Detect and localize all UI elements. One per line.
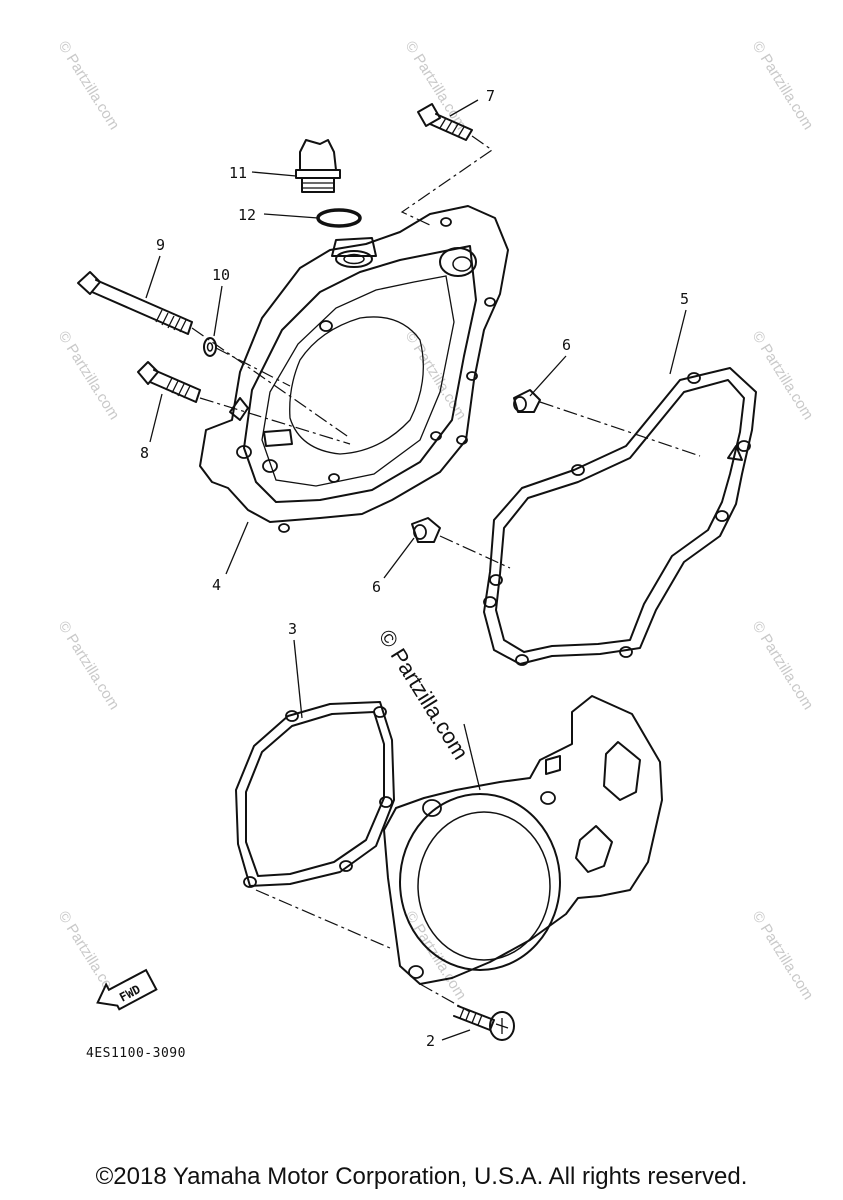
part-10-washer <box>203 337 217 357</box>
part-5-gasket <box>483 367 757 666</box>
watermark-text: © Partzilla.com <box>55 38 123 133</box>
part-12-o-ring <box>316 208 362 228</box>
exploded-parts-diagram: © Partzilla.com © Partzilla.com © Partzi… <box>55 38 817 1050</box>
fwd-arrow-icon: FWD <box>96 968 158 1011</box>
part-3-small-gasket <box>235 701 395 888</box>
callout-6-upper: 6 <box>562 336 571 354</box>
callout-5: 5 <box>680 290 689 308</box>
watermark-text: © Partzilla.com <box>55 618 123 713</box>
callout-11: 11 <box>229 164 247 182</box>
callout-9: 9 <box>156 236 165 254</box>
part-11-filler-plug <box>295 139 341 193</box>
watermark-text: © Partzilla.com <box>749 328 817 423</box>
watermark-text: © Partzilla.com <box>55 328 123 423</box>
watermark-text: © Partzilla.com <box>749 618 817 713</box>
callout-labels: 7 11 12 9 10 8 4 6 6 5 3 2 <box>140 87 689 1050</box>
leader-lines <box>145 99 687 1041</box>
callout-4: 4 <box>212 576 221 594</box>
callout-6-lower: 6 <box>372 578 381 596</box>
part-4-crankcase-cover <box>199 205 509 533</box>
callout-3: 3 <box>288 620 297 638</box>
outer-cover <box>383 695 663 985</box>
background-watermarks: © Partzilla.com © Partzilla.com © Partzi… <box>55 38 817 1003</box>
watermark-text: © Partzilla.com <box>749 908 817 1003</box>
callout-10: 10 <box>212 266 230 284</box>
part-8-bolt <box>137 361 201 403</box>
callout-2: 2 <box>426 1032 435 1050</box>
part-9-long-bolt <box>77 271 193 335</box>
callout-7: 7 <box>486 87 495 105</box>
part-7-bolt <box>417 103 473 141</box>
callout-8: 8 <box>140 444 149 462</box>
part-2-screw <box>453 1005 515 1041</box>
diagram-code: 4ES1100-3090 <box>86 1046 186 1061</box>
part-6-dowel-pin-upper <box>513 389 541 413</box>
copyright-notice: ©2018 Yamaha Motor Corporation, U.S.A. A… <box>95 1163 748 1190</box>
assembly-lines <box>191 135 701 1013</box>
part-6-dowel-pin-lower <box>411 517 441 543</box>
watermark-text: © Partzilla.com <box>402 38 470 133</box>
callout-12: 12 <box>238 206 256 224</box>
watermark-text: © Partzilla.com <box>749 38 817 133</box>
